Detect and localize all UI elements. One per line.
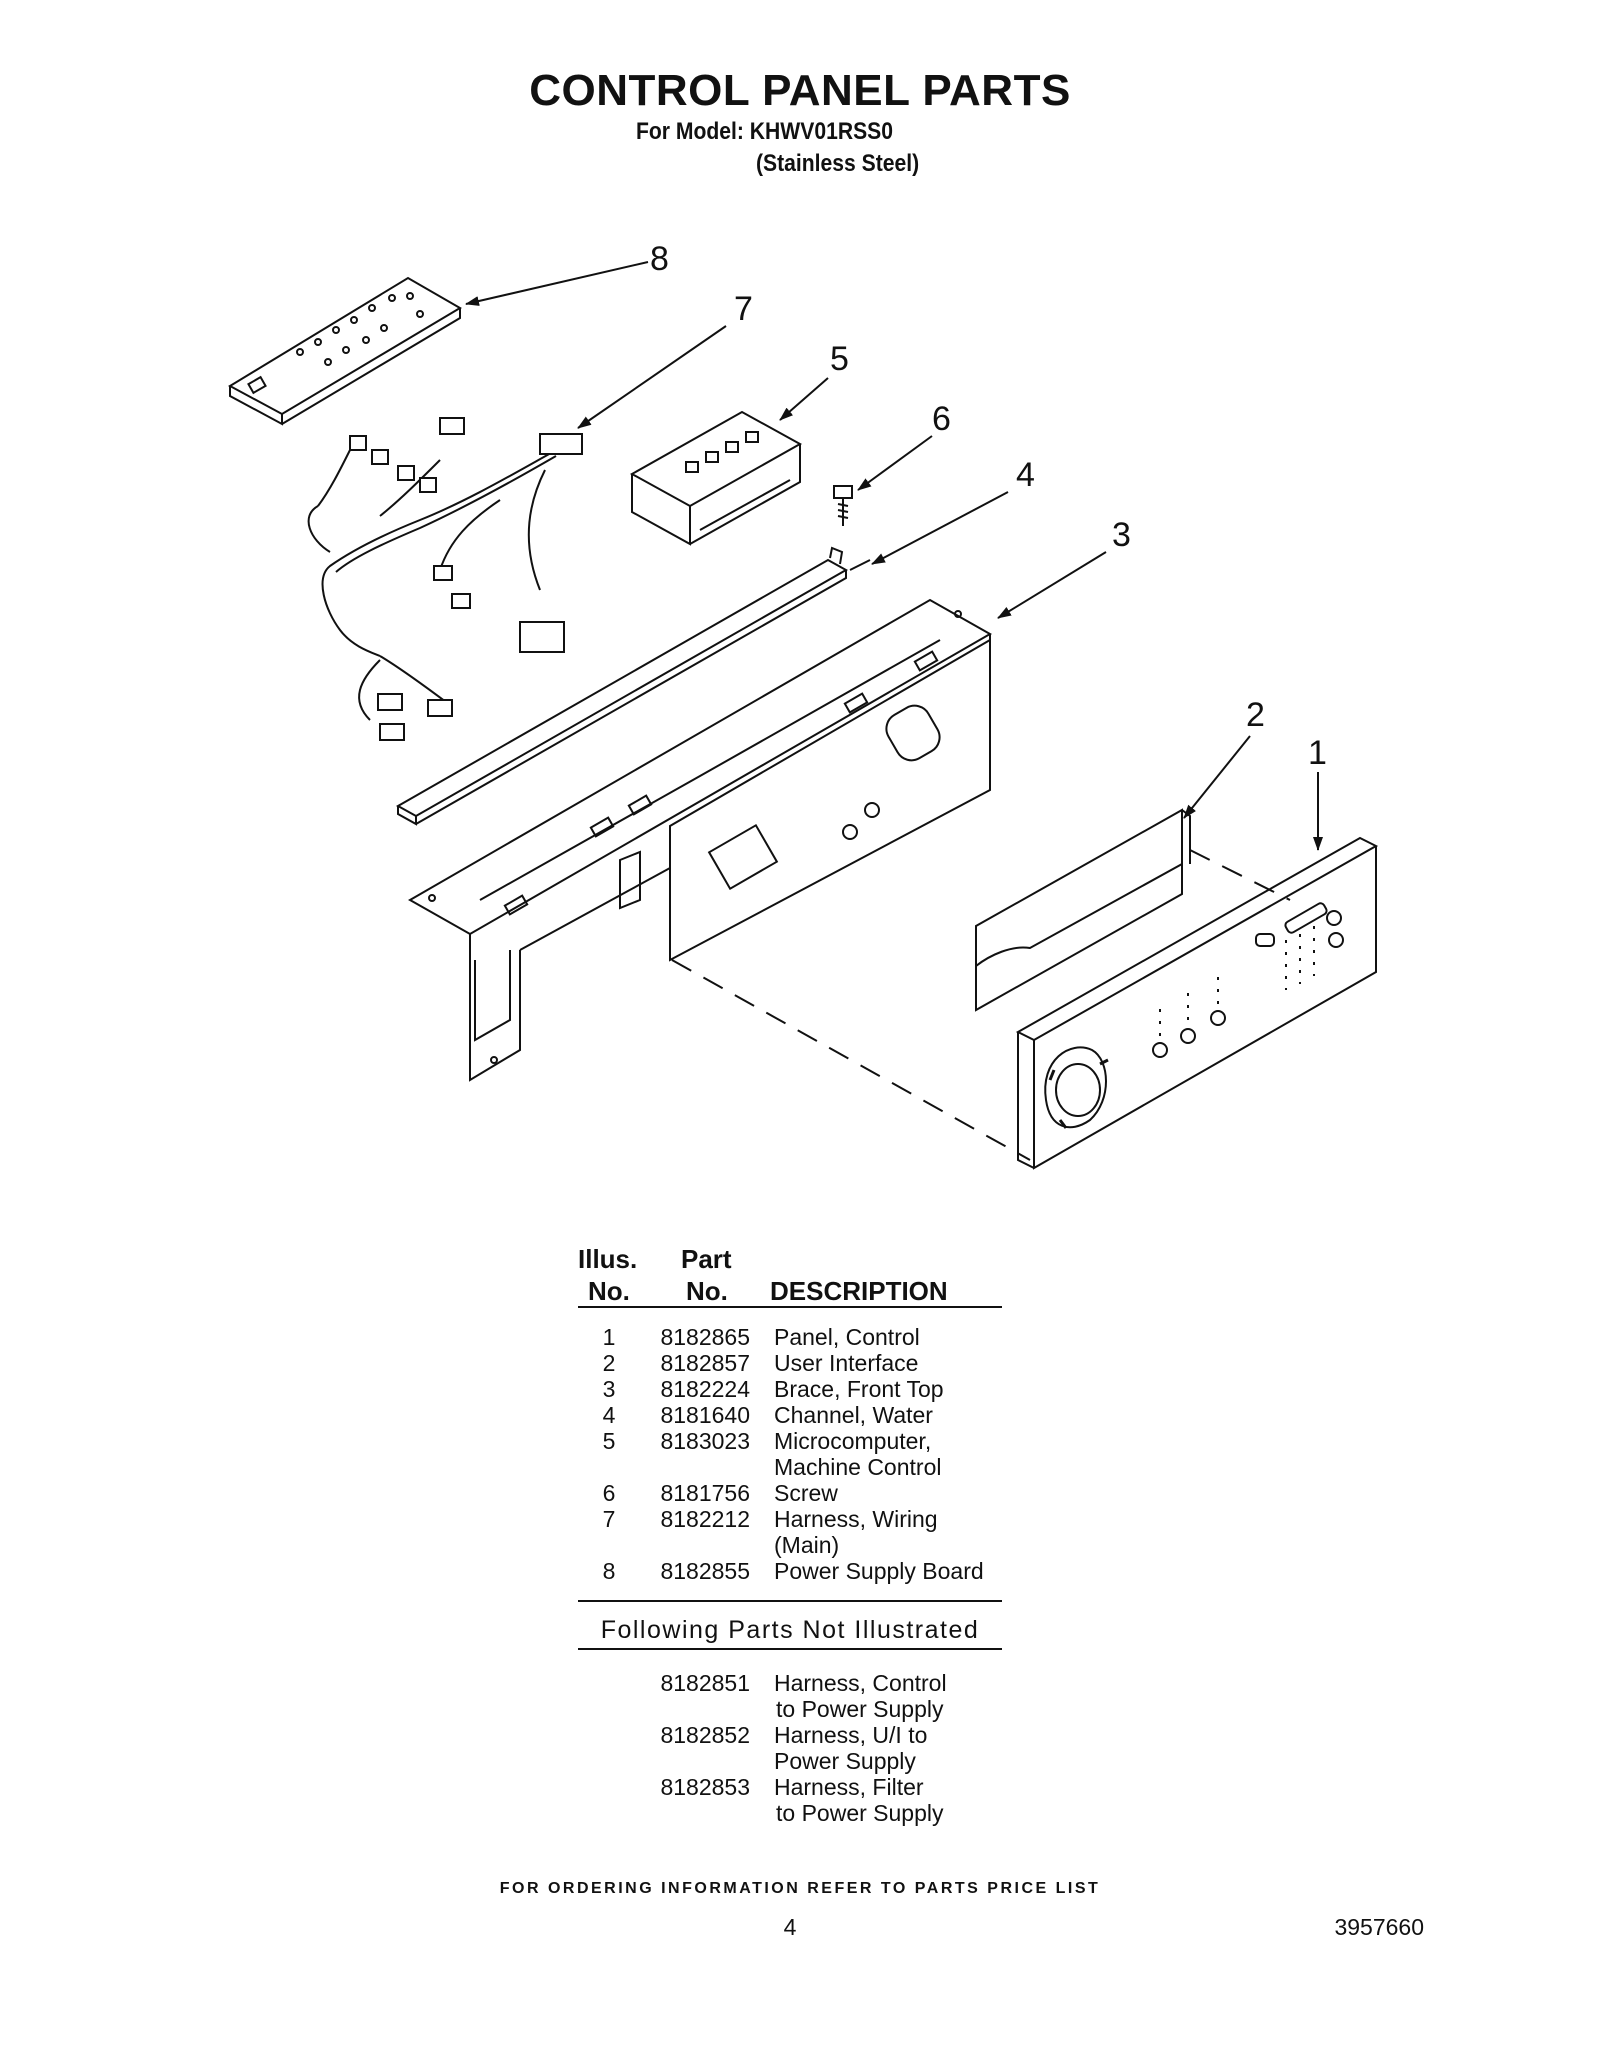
exploded-parts-diagram: 8 7 5 6 4 3 2 1	[227, 240, 1379, 1170]
table-row: 1 8182865 Panel, Control	[578, 1324, 1018, 1350]
part-description: Harness, Filter	[774, 1774, 924, 1800]
part-description-line2: to Power Supply	[776, 1696, 944, 1722]
part-number: 8182865	[660, 1324, 750, 1350]
part-description-line2: to Power Supply	[776, 1800, 944, 1826]
part-description: Brace, Front Top	[774, 1376, 944, 1402]
document-number: 3957660	[1334, 1914, 1424, 1940]
table-row: 8 8182855 Power Supply Board	[578, 1558, 1018, 1584]
list-item-continuation: to Power Supply	[578, 1696, 1018, 1722]
part-description-line2: (Main)	[774, 1532, 840, 1558]
illus-number: 6	[602, 1480, 616, 1506]
callout-leaders	[465, 261, 1323, 851]
table-row: 7 8182212 Harness, Wiring	[578, 1506, 1018, 1532]
page-number: 4	[783, 1914, 797, 1940]
part-description: Channel, Water	[774, 1402, 933, 1428]
list-item-continuation: to Power Supply	[578, 1800, 1018, 1826]
power-supply-board-drawing	[227, 276, 462, 426]
part-description: Panel, Control	[774, 1324, 920, 1350]
part-description: Screw	[774, 1480, 838, 1506]
part-description-line2: Power Supply	[774, 1748, 916, 1774]
water-channel-drawing	[395, 546, 871, 826]
list-item: 8182853 Harness, Filter	[578, 1774, 1018, 1800]
callout-4: 4	[1016, 456, 1035, 494]
section-rule-bottom	[578, 1648, 1002, 1650]
callout-2: 2	[1246, 696, 1265, 734]
table-row-continuation: (Main)	[578, 1532, 1018, 1558]
callout-8: 8	[650, 240, 669, 278]
part-number: 8182212	[660, 1506, 750, 1532]
description-header: DESCRIPTION	[770, 1276, 948, 1306]
wiring-harness-drawing	[307, 417, 583, 741]
page-title: CONTROL PANEL PARTS	[529, 66, 1071, 115]
part-header-bottom: No.	[686, 1276, 728, 1306]
callout-6: 6	[932, 400, 951, 438]
part-description: Microcomputer,	[774, 1428, 932, 1454]
illus-number: 1	[602, 1324, 616, 1350]
part-number: 8183023	[660, 1428, 750, 1454]
list-item: 8182851 Harness, Control	[578, 1670, 1018, 1696]
callout-5: 5	[830, 340, 849, 378]
illus-number: 4	[602, 1402, 616, 1428]
control-panel-drawing	[1015, 836, 1379, 1170]
part-description: Power Supply Board	[774, 1558, 984, 1584]
illus-header-bottom: No.	[588, 1276, 630, 1306]
illus-number: 2	[602, 1350, 616, 1376]
header-rule	[578, 1306, 1002, 1308]
part-description: Harness, U/I to	[774, 1722, 928, 1748]
part-number: 8181756	[660, 1480, 750, 1506]
ordering-note: FOR ORDERING INFORMATION REFER TO PARTS …	[499, 1880, 1101, 1897]
illus-number: 5	[602, 1428, 616, 1454]
illus-number: 8	[602, 1558, 616, 1584]
part-description: Harness, Control	[774, 1670, 947, 1696]
callout-7: 7	[734, 290, 753, 328]
part-number: 8182224	[660, 1376, 750, 1402]
section-rule-top	[578, 1600, 1002, 1602]
table-row: 6 8181756 Screw	[578, 1480, 1018, 1506]
list-item-continuation: Power Supply	[578, 1748, 1018, 1774]
part-header-top: Part	[681, 1244, 732, 1274]
part-number: 8182852	[660, 1722, 750, 1748]
part-description: Harness, Wiring	[774, 1506, 938, 1532]
illus-number: 3	[602, 1376, 616, 1402]
part-description: User Interface	[774, 1350, 919, 1376]
table-row: 5 8183023 Microcomputer,	[578, 1428, 1018, 1454]
part-number: 8182855	[660, 1558, 750, 1584]
alignment-lines	[671, 849, 1291, 1161]
user-interface-drawing	[975, 808, 1191, 1012]
table-row: 3 8182224 Brace, Front Top	[578, 1376, 1018, 1402]
finish-label: (Stainless Steel)	[756, 150, 920, 177]
part-number: 8182851	[660, 1670, 750, 1696]
not-illustrated-heading: Following Parts Not Illustrated	[600, 1616, 980, 1644]
list-item: 8182852 Harness, U/I to	[578, 1722, 1018, 1748]
table-row: 2 8182857 User Interface	[578, 1350, 1018, 1376]
part-number: 8182853	[660, 1774, 750, 1800]
model-line: For Model: KHWV01RSS0	[636, 118, 893, 145]
illus-number: 7	[602, 1506, 616, 1532]
screw-drawing	[833, 485, 853, 526]
microcomputer-drawing	[629, 410, 803, 546]
part-number: 8182857	[660, 1350, 750, 1376]
part-description-line2: Machine Control	[774, 1454, 942, 1480]
part-number: 8181640	[660, 1402, 750, 1428]
callout-1: 1	[1308, 734, 1327, 772]
front-brace-drawing	[407, 598, 993, 1082]
table-row: 4 8181640 Channel, Water	[578, 1402, 1018, 1428]
callout-3: 3	[1112, 516, 1131, 554]
illus-header-top: Illus.	[578, 1244, 638, 1274]
table-row-continuation: Machine Control	[578, 1454, 1018, 1480]
